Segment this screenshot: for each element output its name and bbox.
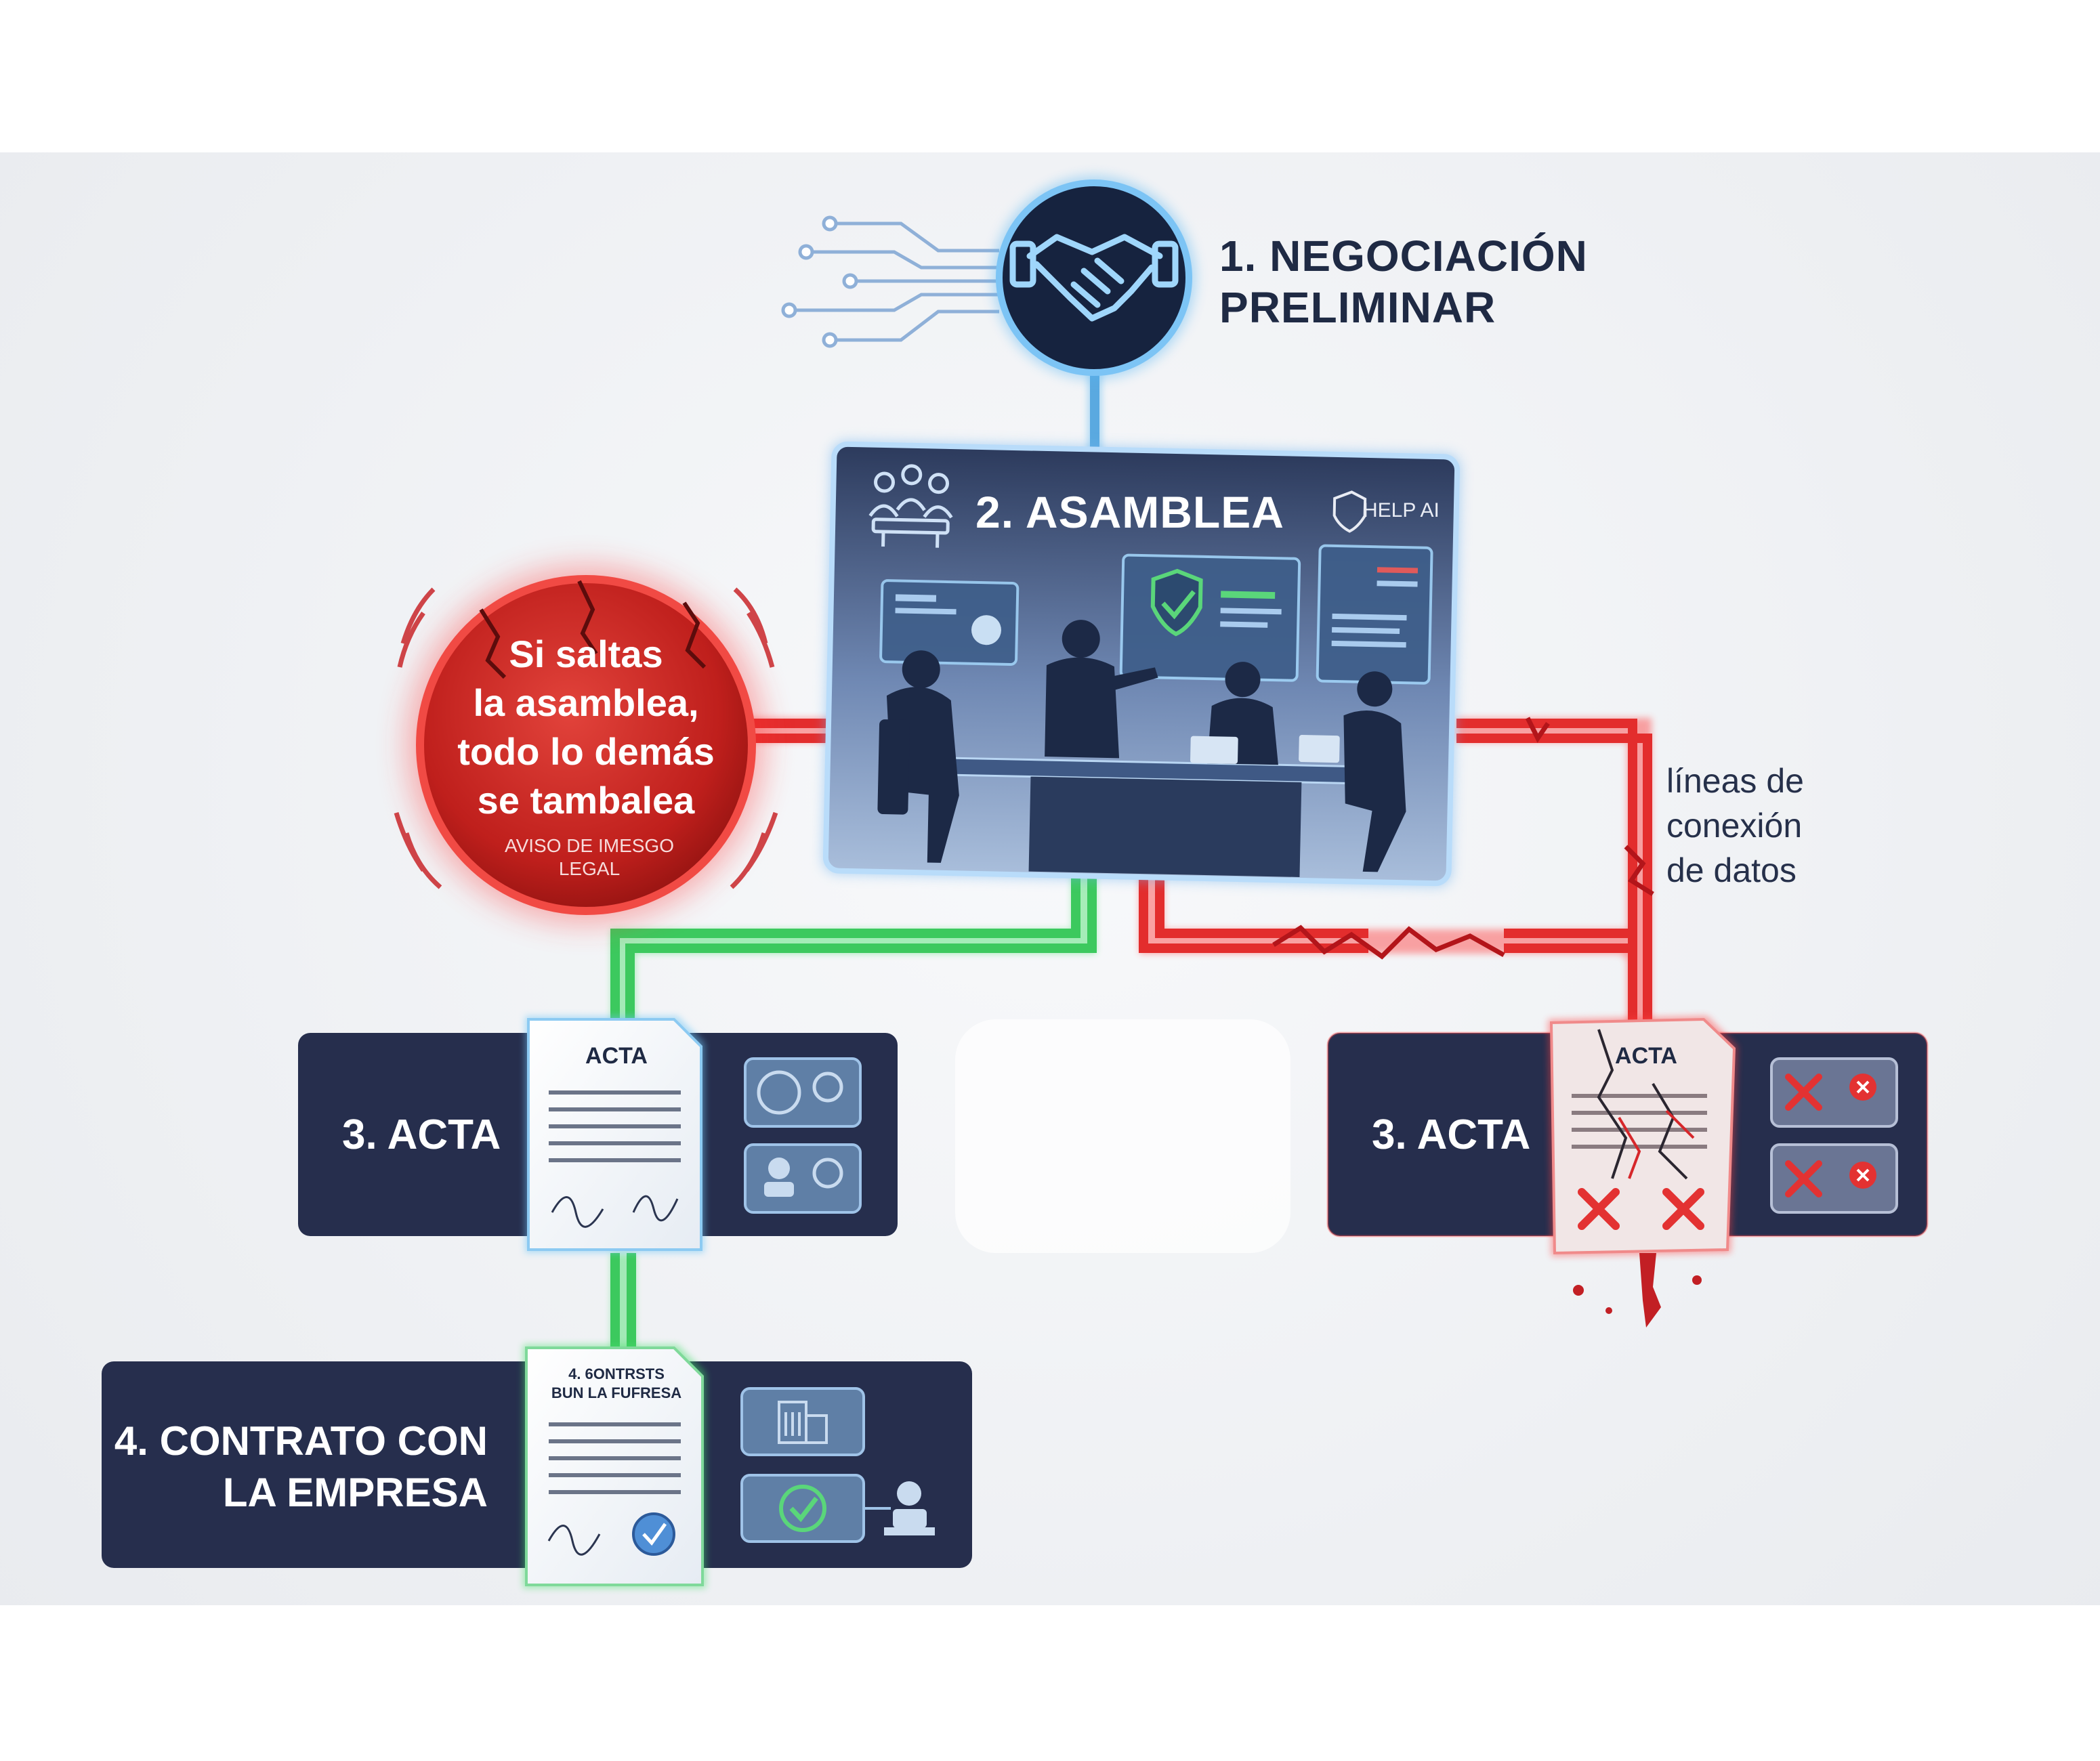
step-3-title-left: 3. ACTA (342, 1111, 501, 1158)
step-3-title-right: 3. ACTA (1372, 1111, 1531, 1158)
step-1-line-1: 1. NEGOCIACIÓN (1219, 232, 1588, 280)
shield-logo-icon (1332, 490, 1367, 533)
meeting-icon (868, 464, 953, 548)
asamblea-panel (822, 440, 1461, 887)
acta-document-right-broken (1548, 1016, 1738, 1328)
check-circle-icon (779, 1485, 826, 1532)
circuit-lines (789, 221, 999, 342)
contrato-card (102, 1361, 972, 1568)
step-1-line-2: PRELIMINAR (1219, 283, 1496, 332)
doc-title-right: ACTA (1615, 1043, 1677, 1069)
step-1-title: 1. NEGOCIACIÓN PRELIMINAR (1219, 230, 1588, 333)
handshake-node (992, 176, 1196, 379)
warning-text: Si saltas la asamblea, todo lo demás se … (457, 633, 715, 822)
empty-placeholder (955, 1019, 1290, 1253)
warning-subtitle: AVISO DE IMESGO LEGAL (505, 835, 674, 879)
circuit-nodes (781, 215, 858, 348)
handshake-icon (1009, 234, 1179, 322)
meeting-scene (877, 620, 1406, 877)
brand-label: HELP AI (1363, 499, 1440, 522)
top-margin (0, 0, 2100, 152)
doc-title-contract: 4. 6ONTRSTS BUN LA FUFRESA (551, 1365, 682, 1401)
signer-icon (897, 1481, 921, 1506)
step-4-title: 4. CONTRATO CON LA EMPRESA (114, 1418, 488, 1515)
building-icon (778, 1401, 828, 1444)
step-2-title: 2. ASAMBLEA (975, 487, 1284, 537)
floating-screens (879, 544, 1433, 685)
contrato-document (523, 1344, 706, 1588)
seal-icon (632, 1512, 675, 1556)
bottom-margin (0, 1605, 2100, 1761)
warning-orb (394, 566, 778, 925)
green-connections (610, 874, 1097, 1355)
doc-title-left: ACTA (585, 1043, 648, 1069)
x-mark-icon (1785, 1074, 1822, 1197)
acta-document-left (525, 1016, 705, 1253)
connection-note: líneas de conexión de datos (1666, 762, 1804, 889)
